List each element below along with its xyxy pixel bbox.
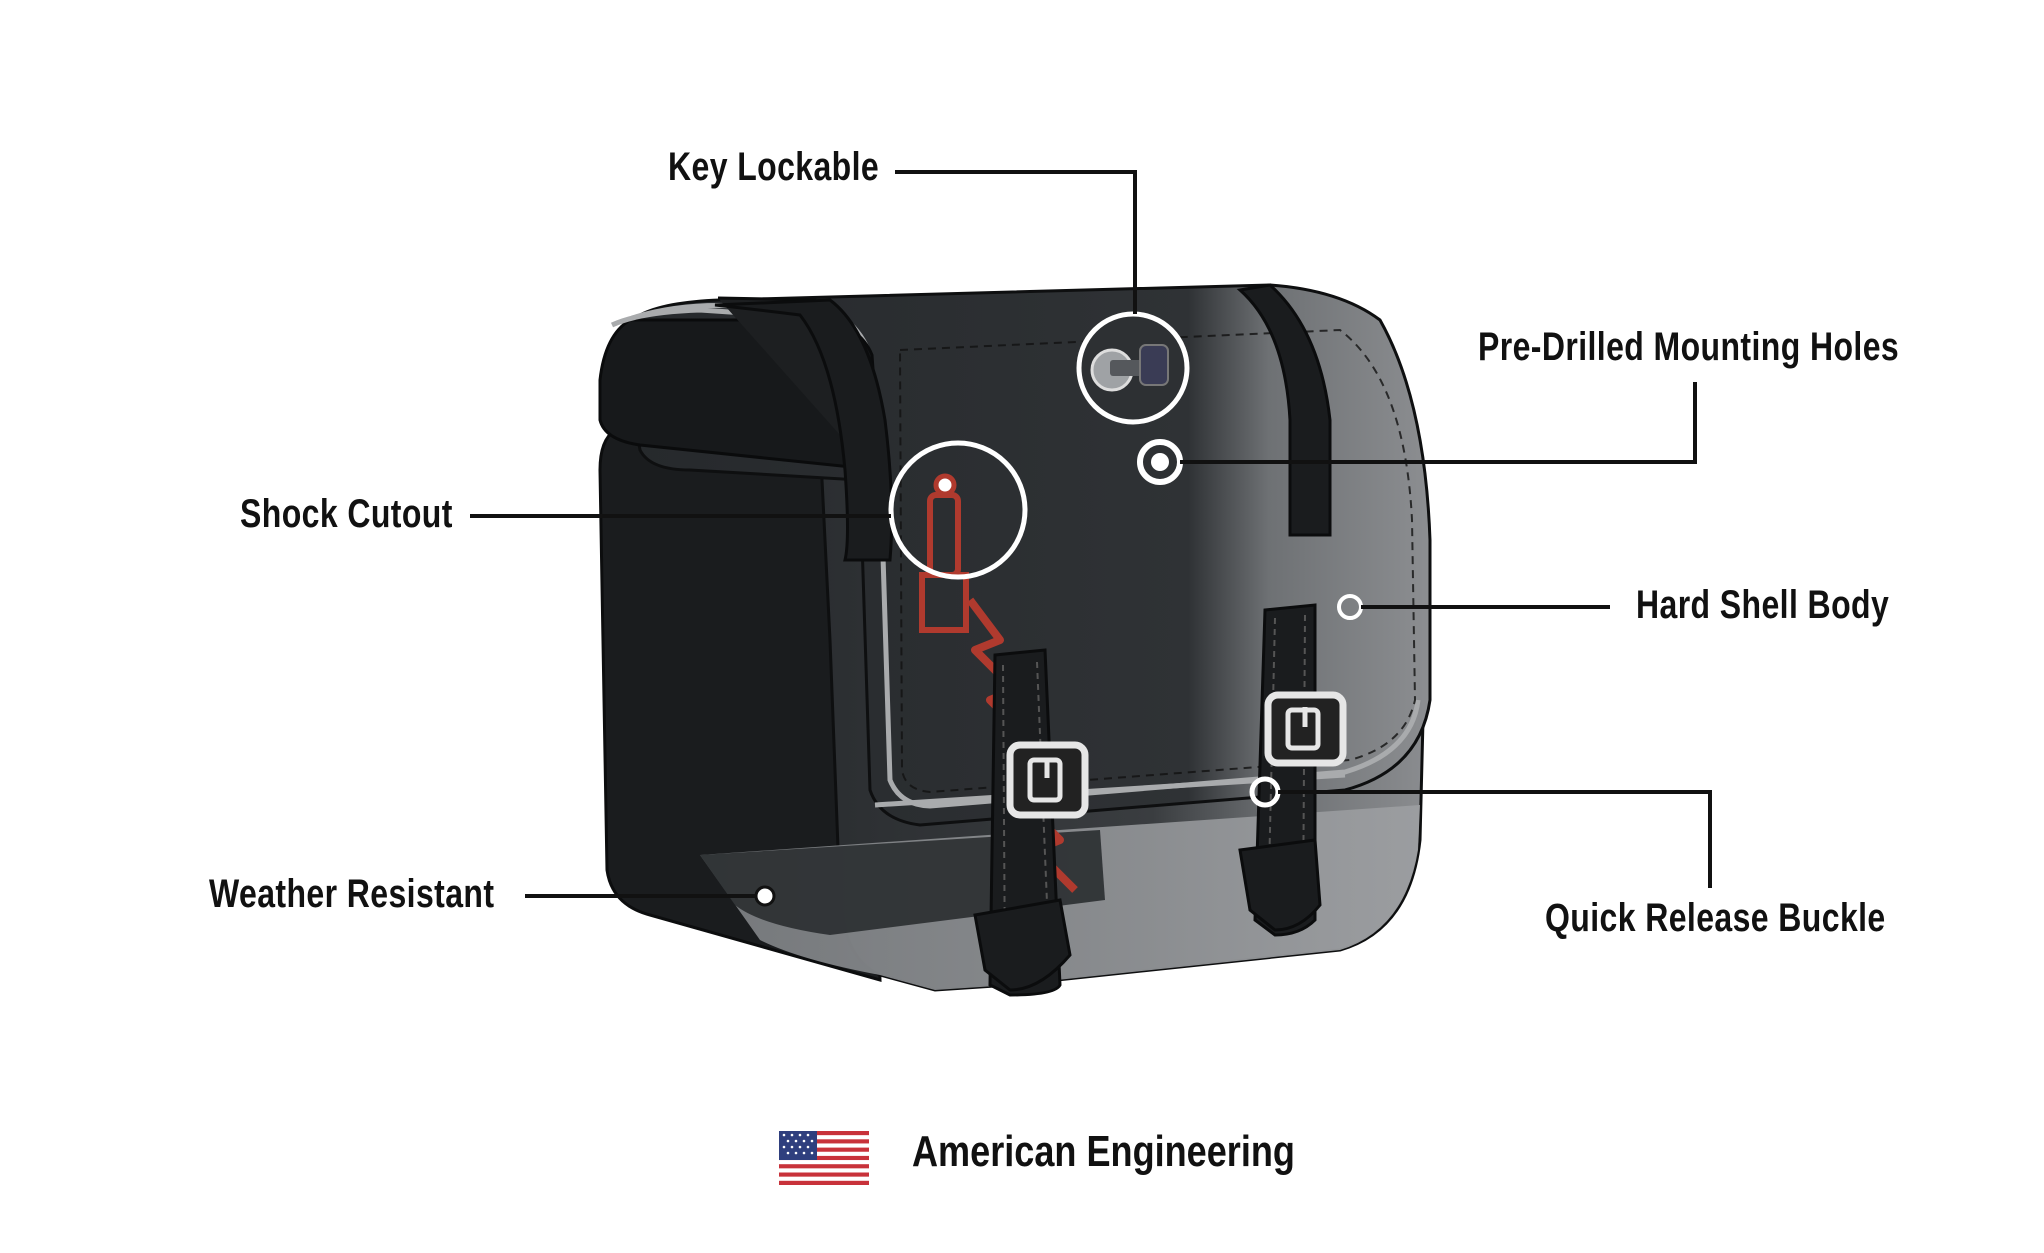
callout-hard-shell-body: Hard Shell Body <box>1636 583 1890 627</box>
footer-american-engineering: American Engineering <box>912 1127 1295 1176</box>
leader-pre-drilled <box>1180 382 1697 464</box>
key-icon <box>1090 344 1169 392</box>
callout-quick-release-buckle: Quick Release Buckle <box>1545 896 1886 940</box>
left-buckle <box>1006 741 1089 819</box>
left-strap <box>714 296 1072 997</box>
callout-pre-drilled-mounting-holes: Pre-Drilled Mounting Holes <box>1478 325 1900 369</box>
right-strap <box>1236 283 1332 937</box>
callout-shock-cutout: Shock Cutout <box>240 492 453 536</box>
callout-key-lockable: Key Lockable <box>668 145 880 189</box>
leader-quick-release <box>1278 790 1712 888</box>
us-flag-icon <box>779 1131 869 1185</box>
shock-cutout-highlight <box>888 440 1028 580</box>
weather-resistant-marker <box>754 885 776 907</box>
right-buckle <box>1264 691 1347 767</box>
leader-lines <box>470 170 1712 898</box>
leader-key-lockable <box>895 170 1137 314</box>
callout-weather-resistant: Weather Resistant <box>209 872 495 916</box>
